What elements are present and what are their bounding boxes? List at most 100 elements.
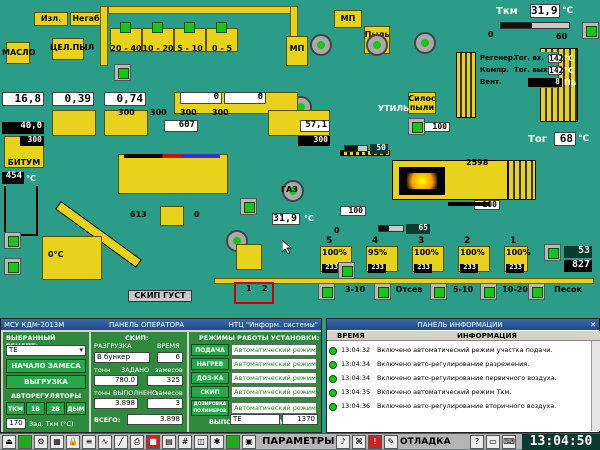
- fraction-bin-4[interactable]: [206, 28, 238, 52]
- burner-50: 50: [370, 144, 388, 154]
- reg-smoke-button[interactable]: ДЫМ: [66, 402, 86, 415]
- net-icon[interactable]: ⌘: [352, 435, 366, 449]
- target-batches-input[interactable]: 325: [147, 375, 183, 386]
- silo-dust[interactable]: [408, 92, 436, 114]
- filter-readouts: Регенер. Тог. вх. 142 Компр. Тог. вых. 1…: [478, 52, 563, 88]
- exit-icon[interactable]: ⏏: [2, 435, 16, 449]
- debug-icon[interactable]: ✎: [384, 435, 398, 449]
- screens-row: 3-10 Отсев 5-10 10-20: [318, 283, 548, 300]
- sound-icon[interactable]: ♪: [336, 435, 350, 449]
- bitum-value-3: 0,74: [104, 92, 146, 106]
- izl-bin[interactable]: [34, 12, 68, 26]
- start-batch-button[interactable]: НАЧАЛО ЗАМЕСА: [6, 359, 86, 373]
- chart-icon[interactable]: ╱: [114, 435, 128, 449]
- params-button[interactable]: ПАРАМЕТРЫ: [262, 436, 335, 447]
- whole-dust-bin[interactable]: [52, 38, 84, 60]
- screen-led[interactable]: [480, 283, 497, 300]
- bin-id: 4: [372, 236, 379, 246]
- screen-led[interactable]: [430, 283, 447, 300]
- mode-heat-status: Автоматический режим: [231, 358, 317, 370]
- skip-gust-button[interactable]: СКИП ГУСТ: [128, 290, 192, 302]
- dust-motor[interactable]: [366, 34, 388, 56]
- debug-button[interactable]: ОТЛАДКА: [400, 437, 451, 447]
- mp-motor[interactable]: [310, 34, 332, 56]
- tkm-value: 31,9: [530, 4, 560, 18]
- mixer-gate[interactable]: [160, 206, 184, 226]
- mode-polymer-button[interactable]: ДОЗИРОВКА ПОЛИМЕРОВ: [191, 400, 229, 416]
- run-icon[interactable]: [226, 435, 240, 449]
- weigher-a[interactable]: [52, 110, 96, 136]
- target-tons-input[interactable]: 780.0: [94, 375, 138, 386]
- mp1-bin[interactable]: [334, 10, 362, 28]
- unload-button[interactable]: ВЫГРУЗКА: [6, 375, 86, 389]
- calc-icon[interactable]: #: [178, 435, 192, 449]
- info-scrollbar[interactable]: [591, 341, 600, 431]
- print-icon[interactable]: ⎙: [130, 435, 144, 449]
- settings-icon[interactable]: ⚙: [34, 435, 48, 449]
- tog-label: Тог: [528, 134, 547, 145]
- lock-icon[interactable]: 🔒: [66, 435, 80, 449]
- help-icon[interactable]: ?: [470, 435, 484, 449]
- scada-icon[interactable]: ▣: [242, 435, 256, 449]
- alarm-icon[interactable]: !: [368, 435, 382, 449]
- reg-2v-button[interactable]: 2В: [46, 402, 65, 415]
- filter-compr: Компр.: [480, 66, 509, 74]
- trend-icon[interactable]: ∿: [98, 435, 112, 449]
- fan-motor[interactable]: [414, 32, 436, 54]
- skip-target-select[interactable]: В бункер: [94, 352, 150, 363]
- reg-tkm-button[interactable]: ТКМ: [6, 402, 25, 415]
- skip-time-input[interactable]: 6: [157, 352, 183, 363]
- monitor-icon[interactable]: ▭: [486, 435, 500, 449]
- status-ok-icon: [329, 375, 337, 383]
- screen-led[interactable]: [318, 283, 335, 300]
- skip-box: СКИП: РАЗГРУЗКА ВРЕМЯ В бункер 6 тонн ЗА…: [91, 332, 187, 432]
- screen-led[interactable]: [528, 283, 545, 300]
- scada-mimic: Изл. Негаб МАСЛО ЦЕЛ.ПЫЛ 20 - 40 10 - 20…: [2, 4, 599, 304]
- side-led[interactable]: [4, 258, 21, 275]
- burner-temp-unit: °С: [304, 214, 314, 223]
- mode-skip-button[interactable]: СКИП: [191, 386, 229, 398]
- fraction-led: [216, 22, 227, 33]
- report-icon[interactable]: ▤: [162, 435, 176, 449]
- keyboard-icon[interactable]: ⌨: [502, 435, 516, 449]
- skip-bin[interactable]: [42, 236, 102, 280]
- mode-dose-button[interactable]: ДОЗ-КА: [191, 372, 229, 384]
- stop-icon[interactable]: ■: [146, 435, 160, 449]
- mode-polymer-status: Автоматический режим: [231, 402, 317, 414]
- burner-65: 65: [406, 224, 430, 234]
- recipe-select[interactable]: ТЕ▾: [6, 345, 86, 356]
- mode-heat-button[interactable]: НАГРЕВ: [191, 358, 229, 370]
- grid-icon[interactable]: ▦: [50, 435, 64, 449]
- mode-feed-button[interactable]: ПОДАЧА: [191, 344, 229, 356]
- gear-icon[interactable]: ✱: [210, 435, 224, 449]
- screen-led[interactable]: [374, 283, 391, 300]
- mixer-0: 0: [194, 210, 200, 219]
- mode-dose-status: Автоматический режим: [231, 372, 317, 384]
- side-led[interactable]: [4, 232, 21, 249]
- status-ok-icon: [329, 389, 337, 397]
- mixer[interactable]: [118, 154, 228, 194]
- gas-burner[interactable]: [282, 180, 304, 202]
- filter-val-2: 142: [548, 66, 564, 75]
- filter-unit-1: °С: [564, 54, 574, 63]
- db-icon[interactable]: ◫: [194, 435, 208, 449]
- status-icon[interactable]: [18, 435, 32, 449]
- recipe-icon[interactable]: ≡: [82, 435, 96, 449]
- reg-1v-button[interactable]: 1В: [26, 402, 45, 415]
- skip-winch[interactable]: [236, 244, 262, 270]
- oil-tank[interactable]: [6, 42, 30, 64]
- tkm-led[interactable]: [582, 22, 599, 39]
- weigher-b[interactable]: [104, 110, 148, 136]
- mp2-bin[interactable]: [286, 36, 308, 66]
- frac-val-1: 0: [180, 92, 222, 104]
- right-led[interactable]: [544, 244, 561, 261]
- tkm-setpoint-input[interactable]: 170: [6, 418, 26, 429]
- log-text: Включено автоматический режим участка по…: [377, 346, 553, 354]
- mp1-label: МП: [340, 14, 356, 23]
- close-icon[interactable]: ✕: [590, 320, 596, 329]
